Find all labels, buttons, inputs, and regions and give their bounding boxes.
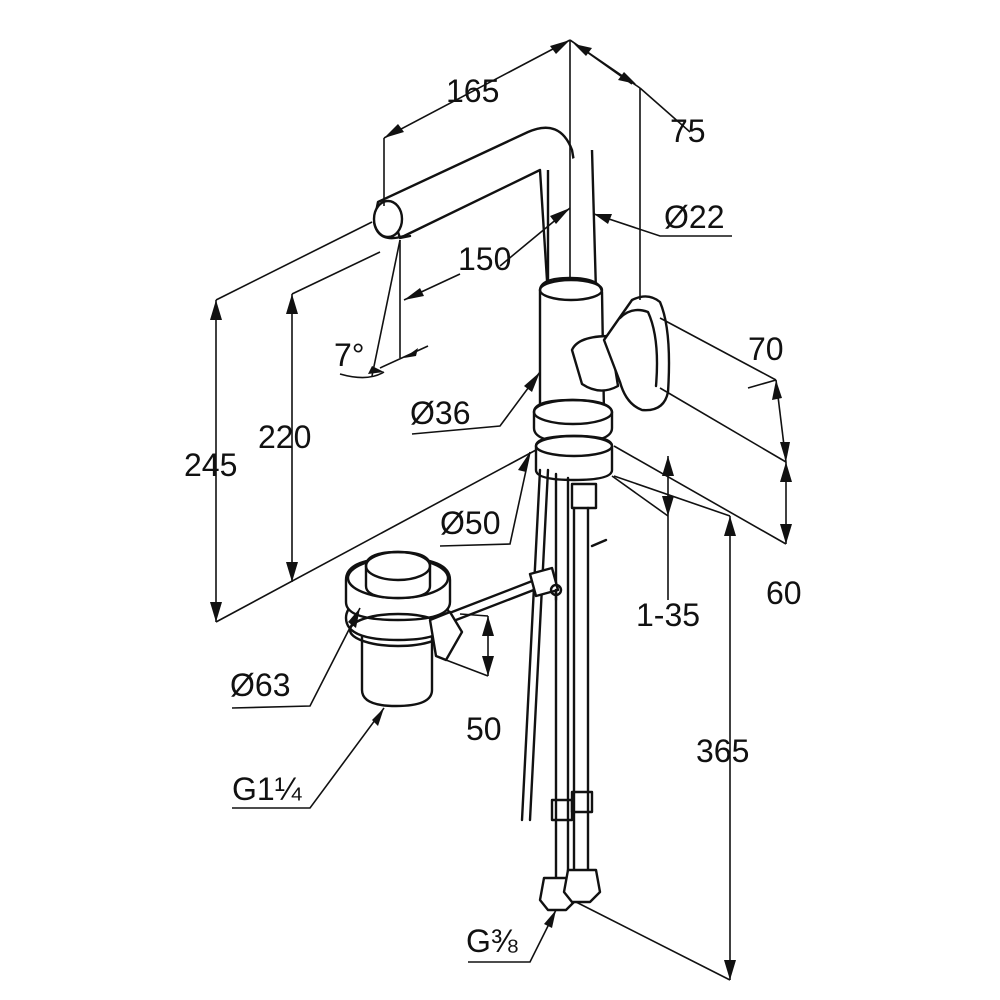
fixing-plate-top: [534, 434, 614, 458]
label-hose-thread: G⅜: [466, 923, 518, 959]
waste-clamp: [528, 566, 560, 598]
label-spout-height-upper: 150: [458, 241, 511, 277]
label-height-outlet: 220: [258, 419, 311, 455]
hose-ferrule-right: [570, 790, 594, 814]
lever-handle: [602, 295, 671, 412]
popup-rod-tip: [590, 538, 608, 548]
waste-linkage-rod: [450, 576, 542, 614]
dimension-lines: [210, 39, 792, 981]
waste-overflow: [428, 610, 464, 662]
label-base-height: 60: [766, 575, 802, 611]
waste-body: [360, 626, 434, 708]
label-waste-diameter: Ø63: [230, 667, 290, 703]
label-body-diameter: Ø36: [410, 395, 470, 431]
mixer-body-top: [538, 278, 604, 302]
label-base-diameter: Ø50: [440, 505, 500, 541]
label-lever-length: 70: [748, 331, 784, 367]
label-deck-thickness: 1-35: [636, 597, 700, 633]
popup-rod: [520, 468, 542, 822]
hose-nut-right: [562, 868, 602, 904]
waste-plug-top: [364, 550, 432, 582]
label-height-total: 245: [184, 447, 237, 483]
label-spout-diameter: Ø22: [664, 199, 724, 235]
dimension-labels: 165 75 Ø22 150 7° Ø36 220 245 70 Ø50 60 …: [184, 73, 802, 959]
spout-outlet: [372, 199, 404, 239]
label-spout-offset: 75: [670, 113, 706, 149]
lever-face: [618, 308, 659, 388]
base-ring-top: [532, 398, 614, 426]
label-spout-reach: 165: [446, 73, 499, 109]
label-spray-angle: 7°: [334, 337, 365, 373]
label-waste-offset: 50: [466, 711, 502, 747]
fixing-nut: [570, 482, 598, 510]
label-hose-length: 365: [696, 733, 749, 769]
popup-rod-outline: [528, 468, 550, 822]
spout-aerator: [396, 230, 412, 240]
hose-ferrule-left: [550, 798, 574, 822]
faucet: [372, 126, 671, 912]
label-waste-thread: G1¼: [232, 771, 303, 807]
